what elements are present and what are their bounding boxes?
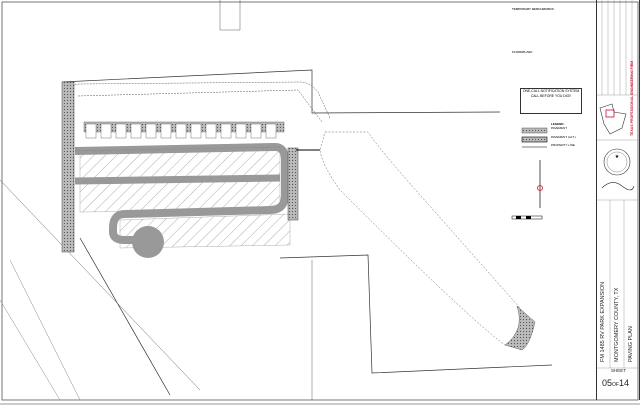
north-arrow xyxy=(537,160,543,208)
benchmarks-heading: TEMPORARY BENCHMARKS: xyxy=(512,7,555,11)
interior-drive xyxy=(74,142,289,244)
project-county: MONTGOMERY COUNTY, TX xyxy=(614,287,620,362)
sheet-label: SHEET xyxy=(611,368,627,373)
sheet-number: 05 xyxy=(602,378,613,388)
easement-area xyxy=(319,131,523,346)
engineer-seal: ★ xyxy=(601,148,635,191)
one-call-box: ONE-CALL NOTIFICATION SYSTEM CALL BEFORE… xyxy=(520,88,582,114)
legend: LEGEND PAVEMENT PAVEMENT (ALT.) PROPERTY… xyxy=(551,122,576,147)
revision-grid xyxy=(596,0,638,369)
sheet-number-block: 05OF14 xyxy=(602,378,629,388)
legend-item: PAVEMENT xyxy=(551,126,568,130)
general-notes: TEMPORARY BENCHMARKS: FLOODPLAIN: xyxy=(512,8,592,54)
one-call-line2: CALL BEFORE YOU DIG!! xyxy=(530,93,572,98)
sheet-title: PAVING PLAN xyxy=(628,326,634,362)
sheet-border xyxy=(1,1,639,401)
entrance-drive xyxy=(61,81,75,253)
sheet-of: OF xyxy=(612,382,619,388)
legend-item: PROPERTY LINE xyxy=(551,143,575,147)
hatched-pavement-east xyxy=(287,147,299,221)
project-title: FM 1485 RV PARK EXPANSION xyxy=(600,281,606,362)
svg-text:★: ★ xyxy=(615,154,620,160)
legend-heading: LEGEND xyxy=(551,122,564,126)
rv-pads-top xyxy=(83,121,285,139)
one-call-line1: ONE-CALL NOTIFICATION SYSTEM xyxy=(522,89,580,93)
legend-item: PAVEMENT (ALT.) xyxy=(551,135,576,139)
firm-label: TEXAS PROFESSIONAL ENGINEERING FIRM xyxy=(630,60,634,136)
cul-de-sac xyxy=(132,226,164,258)
texas-logo xyxy=(599,103,627,135)
hatched-pavement-end xyxy=(504,305,536,351)
legend-swatches xyxy=(521,127,548,148)
sheet-total: 14 xyxy=(618,378,629,388)
perimeter-drive xyxy=(71,81,331,123)
title-block: TEXAS PROFESSIONAL ENGINEERING FIRM FM 1… xyxy=(596,0,640,400)
property-lines xyxy=(0,0,553,401)
scale-bar xyxy=(511,215,543,220)
floodplain-heading: FLOODPLAIN: xyxy=(512,50,533,54)
